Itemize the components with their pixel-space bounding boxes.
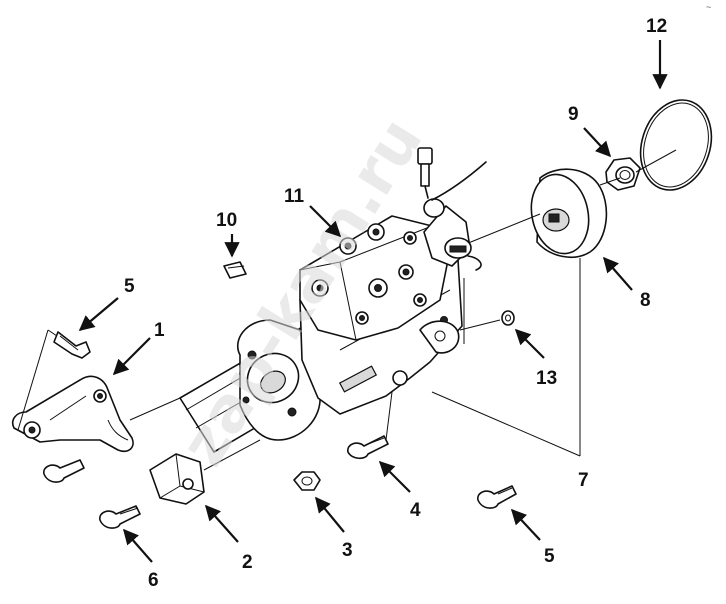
arrow-6 — [122, 528, 153, 563]
callout-5-left: 5 — [124, 276, 135, 297]
callout-7: 7 — [578, 470, 589, 491]
callout-8: 8 — [640, 290, 651, 311]
arrow-3 — [315, 496, 345, 533]
callout-12: 12 — [646, 16, 667, 37]
arrow-1 — [112, 337, 151, 376]
callout-3: 3 — [342, 540, 353, 561]
part-4-bolt — [347, 435, 389, 460]
corner-mark: ~ — [706, 2, 711, 12]
part-2-clamp-block — [149, 453, 205, 505]
part-12-seal-ring — [639, 99, 713, 191]
part-1-bracket — [11, 375, 134, 453]
part-5-bolt-right — [477, 485, 517, 509]
callout-4: 4 — [410, 500, 421, 521]
callout-2: 2 — [242, 552, 253, 573]
callout-9: 9 — [568, 104, 579, 125]
part-9-nut — [605, 157, 641, 191]
arrow-9 — [583, 127, 612, 158]
callout-11: 11 — [284, 186, 305, 207]
part-10-set-screw — [223, 261, 247, 279]
arrow-11 — [309, 205, 342, 238]
arrow-13 — [514, 328, 545, 359]
callout-1: 1 — [154, 320, 165, 341]
arrow-2 — [204, 504, 239, 543]
callout-10: 10 — [216, 210, 237, 231]
part-3-nut — [293, 471, 321, 491]
arrow-8 — [602, 256, 633, 291]
arrow-5-left — [78, 297, 119, 331]
part-5-bolt-left — [53, 331, 91, 359]
part-6-bolt-upper — [43, 459, 85, 483]
callout-6: 6 — [148, 570, 159, 591]
callout-13: 13 — [536, 368, 557, 389]
part-11-valve-block — [299, 147, 487, 341]
part-8-pulley — [530, 168, 608, 258]
arrow-4 — [378, 460, 411, 493]
arrow-5-right — [510, 508, 541, 541]
part-13-washer — [501, 310, 515, 326]
callout-5-right: 5 — [544, 546, 555, 567]
part-6-bolt-lower — [99, 505, 141, 529]
